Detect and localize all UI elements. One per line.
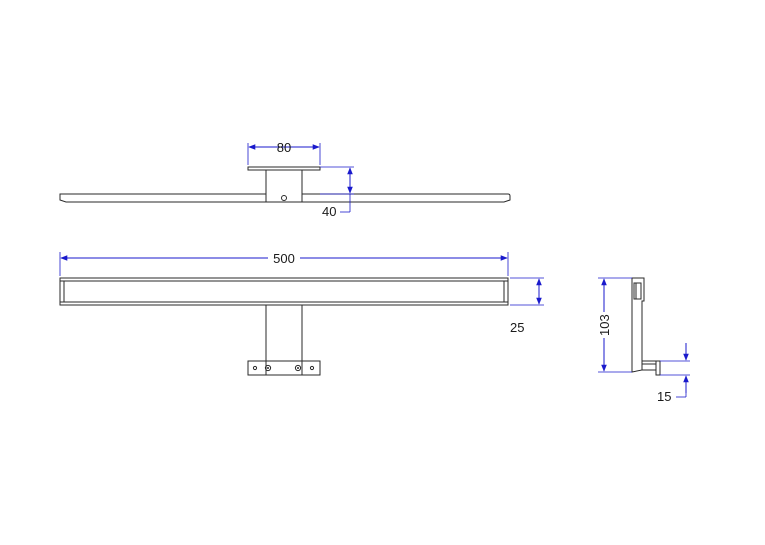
plate-hole-left	[252, 365, 258, 371]
front-view: 500 25	[59, 250, 544, 376]
top-view-arm	[265, 169, 303, 203]
plate-screw-left	[264, 364, 272, 372]
dim-text-40: 40	[322, 204, 336, 219]
dim-text-80: 80	[277, 140, 291, 155]
side-view: 103 15	[596, 277, 690, 404]
dim-text-15: 15	[657, 389, 671, 404]
plate-hole-right	[309, 365, 315, 371]
top-view: 80 40	[59, 140, 511, 219]
front-view-bar	[59, 277, 509, 306]
plate-screw-right	[294, 364, 302, 372]
dim-text-500: 500	[273, 251, 295, 266]
dim-text-103: 103	[597, 314, 612, 336]
top-view-bar	[59, 193, 511, 203]
side-view-foot	[641, 360, 657, 371]
front-view-plate	[247, 360, 321, 376]
top-view-hole	[281, 195, 287, 201]
dim-text-25: 25	[510, 320, 524, 335]
